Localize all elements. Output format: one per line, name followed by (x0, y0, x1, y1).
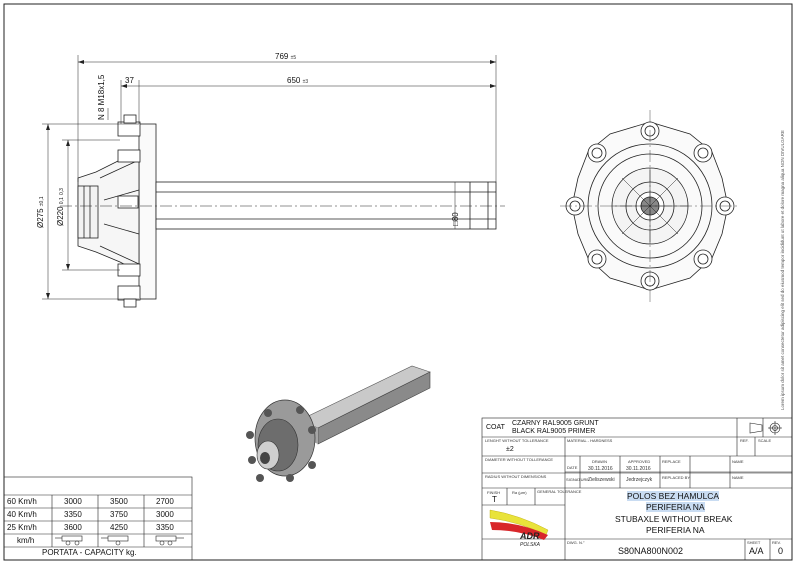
isometric-view (246, 365, 431, 482)
capacity-table-grid (3, 476, 193, 561)
capacity-row-0-speed: 60 Km/h (7, 497, 37, 506)
dim-bolt-circle-tol-top: 0,1 (59, 197, 65, 205)
ref-label: REF. (740, 438, 749, 443)
side-confidential-note: Lorem ipsum dolor sit amet consectetur a… (780, 130, 785, 410)
sheet-label: SHEET (747, 540, 761, 545)
adr-logo-swoosh-icon (489, 509, 549, 540)
dim-bolt-circle: Ø220 0,1 0,3 (56, 188, 65, 226)
capacity-row-2-val1: 3600 (64, 523, 82, 532)
radius-label: RADIUS WITHOUT DIMENSIONS (485, 474, 547, 479)
material-label: MATERIAL - HARDNESS (567, 438, 613, 443)
dim-overall-value: 769 (275, 52, 289, 61)
dim-square-section: □80 (451, 212, 460, 226)
capacity-row-1-speed: 40 Km/h (7, 510, 37, 519)
length-value: ±2 (506, 446, 514, 453)
drawn-label: DRAWN (592, 459, 607, 464)
capacity-row-1-val2: 3750 (110, 510, 128, 519)
date-label: DATE (567, 465, 578, 470)
dim-shaft-value: 650 (287, 76, 301, 85)
capacity-row-2-speed: 25 Km/h (7, 523, 37, 532)
title-polish-line-2: PERIFERIA NA (646, 502, 705, 512)
scale-label: SCALE (758, 438, 772, 443)
dim-bolt-spec: N 8 M18x1,5 (97, 74, 106, 120)
diameter-label: DIAMETER WITHOUT TOLLERANCE (485, 457, 554, 462)
title-polish-line-2-text: PERIFERIA NA (646, 502, 705, 512)
capacity-row-2-val3: 3350 (156, 523, 174, 532)
sign-approved: Jedrzejczyk (626, 477, 653, 483)
replaced-by-label: REPLACED BY (662, 475, 691, 480)
signature-label: SIGNATURE (566, 477, 590, 482)
dim-flange-tol: ±0,1 (39, 196, 45, 207)
title-polish-line-1-text: POLOS BEZ HAMULCA (627, 491, 720, 501)
logo-subtext: POLSKA (520, 542, 541, 548)
roughness-label: Ra (µm) (512, 490, 527, 495)
rev-value: 0 (778, 546, 784, 556)
dim-overall-length: 769 ±5 (275, 53, 296, 61)
capacity-row-0-val3: 2700 (156, 497, 174, 506)
general-tolerance-label: GENERAL TOLERANCE (537, 489, 582, 494)
dim-shaft-tol: ±3 (302, 79, 309, 85)
dwg-number: S80NA800N002 (618, 546, 684, 556)
finish-label: FINISH (487, 490, 501, 495)
capacity-row-1-val3: 3000 (156, 510, 174, 519)
date-approved: 30.11.2016 (626, 466, 651, 472)
dwg-number-label: DWG. N.° (567, 540, 585, 545)
title-english-line-1: STUBAXLE WITHOUT BREAK (615, 514, 733, 524)
dim-bolt-circle-tol-bot: 0,3 (59, 188, 65, 195)
side-view (42, 55, 505, 308)
title-block-grid (481, 417, 793, 561)
capacity-row-2-val2: 4250 (110, 523, 128, 532)
dim-flange-value: Ø275 (36, 208, 45, 228)
date-drawn: 30.11.2016 (588, 466, 613, 472)
name-label-1: NAME (732, 459, 744, 464)
sign-drawn: Zieliszewski (588, 477, 615, 483)
capacity-row-1-val1: 3350 (64, 510, 82, 519)
dim-bolt-circle-value: Ø220 (56, 206, 65, 226)
title-polish-line-1: POLOS BEZ HAMULCA (627, 491, 720, 501)
dim-offset: 37 (125, 76, 134, 85)
capacity-trailer-icons (55, 535, 184, 546)
capacity-row-0-val2: 3500 (110, 497, 128, 506)
coat-line-2: BLACK RAL9005 PRIMER (512, 428, 596, 435)
projection-symbol-icon (749, 421, 782, 435)
capacity-caption: PORTATA - CAPACITY kg. (42, 548, 137, 557)
dim-flange-diameter: Ø275 ±0,1 (36, 196, 45, 228)
finish-value: T (492, 495, 497, 504)
name-label-2: NAME (732, 475, 744, 480)
dim-overall-tol: ±5 (290, 55, 297, 61)
title-english-line-2: PERIFERIA NA (646, 525, 705, 535)
capacity-unit-header: km/h (17, 536, 35, 545)
capacity-row-0-val1: 3000 (64, 497, 82, 506)
logo-text: ADR (520, 531, 540, 541)
front-view (560, 110, 740, 302)
coat-line-1: CZARNY RAL9005 GRUNT (512, 420, 599, 427)
replace-label: REPLACE (662, 459, 681, 464)
coat-label: COAT (486, 424, 505, 431)
dim-shaft-length: 650 ±3 (287, 77, 308, 85)
rev-label: REV. (772, 540, 781, 545)
length-label: LENGHT WITHOUT TOLLERANCE (485, 438, 549, 443)
sheet-value: A/A (749, 546, 764, 556)
approved-label: APPROVED (628, 459, 651, 464)
